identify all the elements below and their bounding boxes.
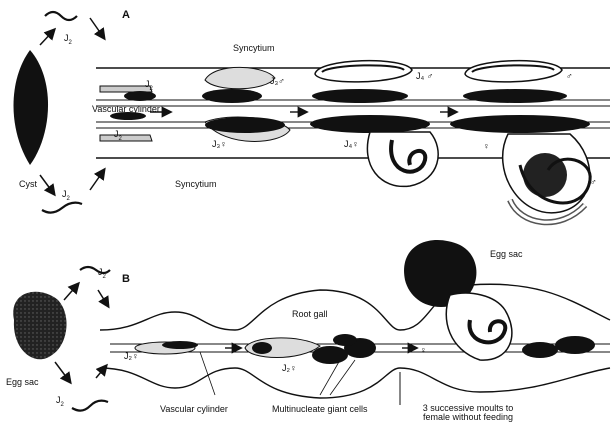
stage-a2 [202, 67, 306, 141]
leader-giant-1 [320, 360, 340, 395]
j2-worm-b-bottom [72, 401, 108, 411]
adult-male-label-a2: ♂ [590, 178, 597, 187]
leader-vascular-b [200, 352, 215, 395]
root-b-top-edge [100, 284, 610, 330]
j2-label-a-bottom: J2 [62, 190, 70, 202]
j4-male-label: J₄ ♂ [416, 72, 433, 81]
arrow-bottom-to-root [90, 170, 104, 190]
j4-female-label: J₄♀ [344, 140, 359, 149]
j2-label-a-stage1-top: J2 [145, 80, 153, 92]
j3-male-label: J₃♂ [270, 77, 285, 86]
arrow-top-to-root [90, 18, 104, 38]
arrow-b-up [64, 284, 78, 300]
syncytium-label-top: Syncytium [233, 44, 275, 53]
stage-b2 [245, 334, 416, 364]
stage-a3 [310, 61, 456, 187]
female-label-b: ♀ [420, 346, 427, 355]
stage-b3 [400, 240, 595, 405]
cyst-label: Cyst [19, 180, 37, 189]
vascular-cylinder-label-b: Vascular cylinder [160, 405, 228, 414]
root-b-bottom-edge [100, 368, 610, 398]
j2-label-b-bottom: J2 [56, 396, 64, 408]
j2-worm-top [45, 12, 77, 20]
syncytium-label-bottom: Syncytium [175, 180, 217, 189]
arrow-b-down [55, 362, 70, 382]
adult-female-label-a: ♀ [483, 142, 490, 151]
egg-sac-left [13, 292, 66, 359]
j2-label-a-stage1-bottom: J2 [114, 130, 122, 142]
panel-a-letter: A [122, 10, 130, 21]
arrow-cyst-up [40, 30, 54, 45]
arrow-cyst-down [40, 175, 54, 194]
j2-label-a-top: J2 [64, 34, 72, 46]
panel-b [13, 240, 610, 411]
vascular-cylinder-label-a: Vascular cylinder [92, 105, 160, 114]
panel-b-letter: B [122, 274, 130, 285]
j2-female-label-b1: J₂♀ [124, 352, 139, 361]
j3-female-label: J₃♀ [212, 140, 227, 149]
root-gall-label: Root gall [292, 310, 328, 319]
leader-giant-2 [330, 360, 355, 395]
adult-male-label-a: ♂ [566, 72, 573, 81]
j2-worm-bottom [42, 203, 82, 213]
giant-cells-label: Multinucleate giant cells [272, 405, 368, 414]
egg-sac-label-top: Egg sac [490, 250, 523, 259]
cyst-shape [14, 50, 49, 165]
arrow-b-top-to-root [98, 290, 108, 306]
stage-a4 [450, 61, 590, 223]
panel-a [14, 12, 611, 222]
egg-sac-label-left: Egg sac [6, 378, 39, 387]
j2-female-label-b2: J₂♀ [282, 364, 297, 373]
j2-label-b-top: J2 [98, 268, 106, 280]
